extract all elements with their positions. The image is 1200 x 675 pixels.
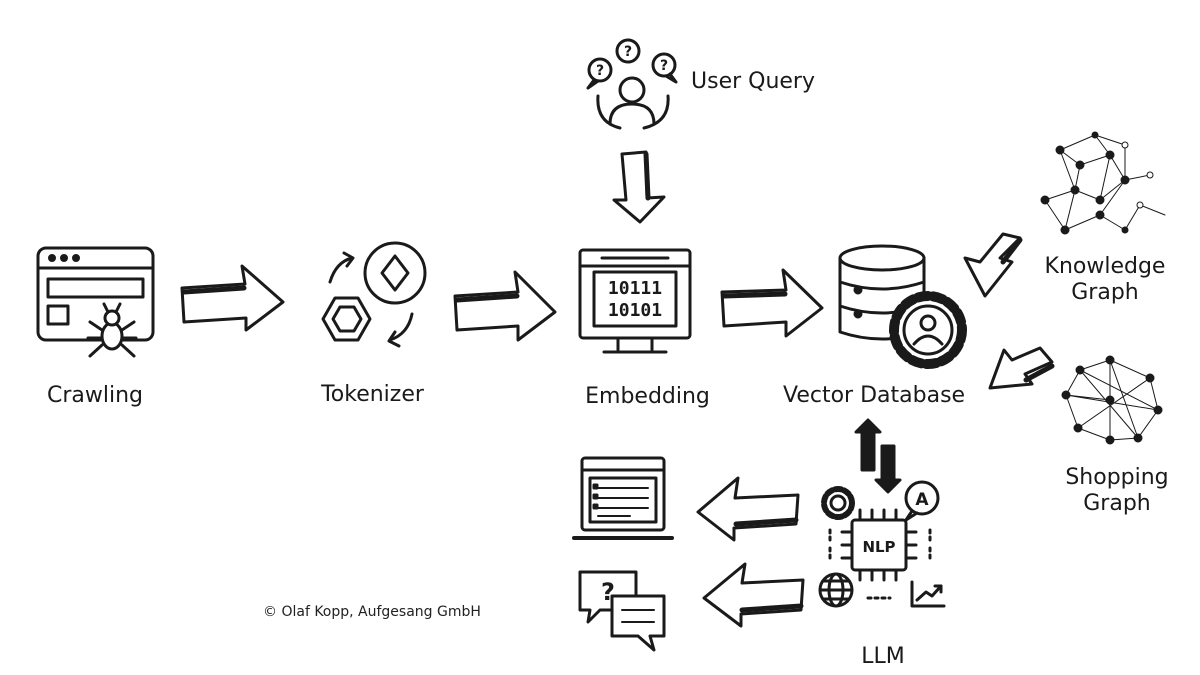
binary-line-1: 10111 [608,278,662,299]
binary-line-2: 10101 [608,300,662,321]
label-tokenizer: Tokenizer [321,382,424,407]
question-mark-3: ? [660,58,668,74]
arrow-shopping-graph-in [990,348,1052,388]
question-mark-2: ? [624,44,632,60]
label-vector-database: Vector Database [783,383,966,408]
copyright-notice: © Olaf Kopp, Aufgesang GmbH [263,604,481,620]
label-user-query: User Query [691,69,815,94]
laptop-document-icon [574,458,672,538]
knowledge-graph-network-icon [1041,132,1165,234]
arrow-crawling-to-tokenizer [182,266,283,330]
label-crawling: Crawling [46,383,143,408]
arrow-llm-down [876,446,900,492]
arrow-vector-db-up [856,420,880,470]
llm-bubble-letter: A [915,490,929,510]
llm-nlp-chip-icon: A NLP [820,482,944,606]
label-shopping-graph: Shopping Graph [1047,465,1187,518]
label-shopping-graph-line-1: Shopping [1065,465,1169,490]
arrow-llm-to-chat [704,564,803,626]
label-knowledge-graph-line-2: Graph [1071,280,1139,306]
arrow-knowledge-graph-in [965,234,1020,296]
tokenizer-icon [323,243,425,346]
shopping-graph-network-icon [1062,356,1162,444]
label-llm: LLM [861,644,905,669]
arrow-tokenizer-to-embedding [455,272,555,340]
label-shopping-graph-line-2: Graph [1083,491,1151,517]
database-gear-icon [840,246,962,364]
arrow-user-query-down [614,152,664,222]
browser-spider-icon [38,248,153,356]
question-mark-1: ? [596,63,604,79]
user-question-icon: ? ? ? [588,40,676,128]
monitor-binary-icon: 10111 10101 [580,250,690,352]
label-knowledge-graph: Knowledge Graph [1030,254,1180,307]
label-embedding: Embedding [585,384,710,409]
arrow-embedding-to-vector-db [722,270,822,336]
llm-chip-label: NLP [862,538,895,556]
label-knowledge-graph-line-1: Knowledge [1044,254,1166,279]
arrow-llm-to-document [698,478,798,540]
chat-question-icon: ? [580,572,664,650]
